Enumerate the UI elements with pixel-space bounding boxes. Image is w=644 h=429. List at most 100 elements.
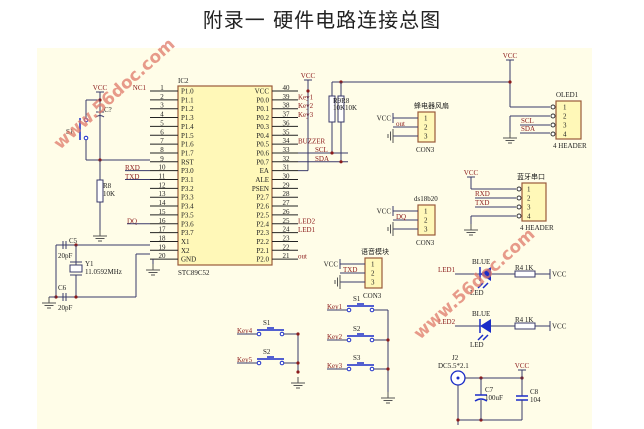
net-label: RXD bbox=[125, 164, 140, 172]
header-pin-circle bbox=[516, 204, 522, 210]
pin-number: 18 bbox=[159, 234, 167, 242]
vcc-symbol: VCC bbox=[503, 52, 518, 61]
pin-number: 15 bbox=[159, 208, 167, 216]
switch-ref: S1 bbox=[263, 319, 271, 327]
mcu-body bbox=[177, 85, 273, 266]
net-label: TXD bbox=[475, 199, 489, 207]
junction-dot bbox=[296, 370, 300, 374]
pin-number: 3 bbox=[527, 204, 531, 212]
pin-name: P1.3 bbox=[181, 114, 194, 122]
switch-contact bbox=[369, 337, 375, 343]
pin-number: 2 bbox=[424, 217, 428, 225]
cap-ref: C8 bbox=[530, 388, 539, 396]
pin-name: P2.4 bbox=[256, 220, 269, 228]
net-label: NC1 bbox=[133, 84, 147, 92]
pin-number: 38 bbox=[283, 102, 291, 110]
net-label-scl: SCL bbox=[315, 146, 328, 154]
pin-number: 30 bbox=[283, 173, 291, 181]
switch-contact bbox=[346, 366, 352, 372]
net-label: DQ bbox=[127, 217, 137, 225]
pin-name: X1 bbox=[181, 238, 190, 246]
vcc-label: VCC bbox=[552, 323, 567, 331]
vcc-symbol: VCC bbox=[515, 362, 530, 371]
cap-value: 20pF bbox=[58, 304, 73, 312]
switch-contact bbox=[346, 337, 352, 343]
ground-icon bbox=[42, 297, 56, 309]
net-label: out bbox=[298, 253, 307, 261]
pin-name: P2.6 bbox=[256, 203, 269, 211]
switch-contact bbox=[256, 331, 262, 337]
switch-contact bbox=[279, 331, 285, 337]
led-net-label: LED1 bbox=[438, 266, 456, 274]
vcc-label: VCC bbox=[301, 72, 316, 80]
pin-name: VCC bbox=[255, 88, 270, 96]
pushbutton-switch: Key2 S2 bbox=[327, 325, 375, 343]
pin-number: 26 bbox=[283, 208, 291, 216]
bluetooth-type: 4 HEADER bbox=[520, 224, 554, 232]
pin-number: 22 bbox=[283, 243, 291, 251]
pin-number: 2 bbox=[424, 124, 428, 132]
junction-dot bbox=[508, 80, 512, 84]
header-pin-circle bbox=[516, 213, 522, 219]
switch-ref: S2 bbox=[263, 348, 271, 356]
resistor-value: 10K bbox=[103, 190, 115, 198]
net-label: TXD bbox=[125, 173, 139, 181]
ground-icon bbox=[464, 224, 478, 236]
junction-dot bbox=[296, 332, 300, 336]
junction-dot bbox=[456, 418, 460, 422]
pin-name: P1.5 bbox=[181, 132, 194, 140]
pin-name: P1.1 bbox=[181, 96, 194, 104]
net-label: LED2 bbox=[298, 217, 316, 225]
pin-number: 1 bbox=[563, 104, 567, 112]
switch-contact bbox=[369, 307, 375, 313]
led-arrow bbox=[482, 282, 489, 289]
pin-number: 36 bbox=[283, 119, 291, 127]
pin-number: 1 bbox=[160, 84, 164, 92]
header-pin-circle bbox=[550, 113, 556, 119]
pin-number: 33 bbox=[283, 146, 291, 154]
switch-contact bbox=[83, 117, 89, 123]
cap-value: 100uF bbox=[485, 394, 503, 402]
pin-name: P2.1 bbox=[256, 247, 269, 255]
pin-number: 2 bbox=[160, 93, 164, 101]
pin-name: P1.7 bbox=[181, 149, 194, 157]
pin-number: 3 bbox=[424, 226, 428, 234]
ground-icon bbox=[387, 129, 394, 143]
net-label: RXD bbox=[475, 190, 490, 198]
cap-plate-curved bbox=[95, 115, 105, 118]
pin-name: P2.2 bbox=[256, 238, 269, 246]
led-arrow bbox=[482, 334, 489, 341]
oled-ref: OLED1 bbox=[556, 91, 579, 99]
junction-dot bbox=[386, 367, 390, 371]
jack-type: DC5.5*2.1 bbox=[438, 362, 469, 370]
pin-name: P3.1 bbox=[181, 176, 194, 184]
pin-name: EA bbox=[260, 167, 269, 175]
pin-name: P1.4 bbox=[181, 123, 194, 131]
pin-number: 40 bbox=[283, 84, 291, 92]
connector-type: CON3 bbox=[416, 146, 435, 154]
header-pin-circle bbox=[516, 195, 522, 201]
switch-ref: S3 bbox=[353, 354, 361, 362]
cap-value: 20pF bbox=[58, 252, 73, 260]
cap-ref: C? bbox=[104, 106, 112, 114]
pin-number: 34 bbox=[283, 137, 291, 145]
key-net-label: Key2 bbox=[327, 333, 343, 341]
pin-name: P3.5 bbox=[181, 211, 194, 219]
pin-name: P1.0 bbox=[181, 88, 194, 96]
vcc-symbol: VCC bbox=[377, 206, 394, 216]
vcc-label: VCC bbox=[515, 362, 530, 370]
cap-plate-curved bbox=[474, 398, 488, 402]
switch-ref: S2 bbox=[353, 325, 361, 333]
pin-number: 2 bbox=[563, 113, 567, 121]
pin-number: 1 bbox=[424, 115, 428, 123]
key-net-label: Key4 bbox=[237, 327, 253, 335]
pin-number: 14 bbox=[159, 199, 167, 207]
switch-ref: S1 bbox=[353, 295, 361, 303]
pin-name: P3.2 bbox=[181, 185, 194, 193]
ground-icon bbox=[93, 230, 107, 242]
